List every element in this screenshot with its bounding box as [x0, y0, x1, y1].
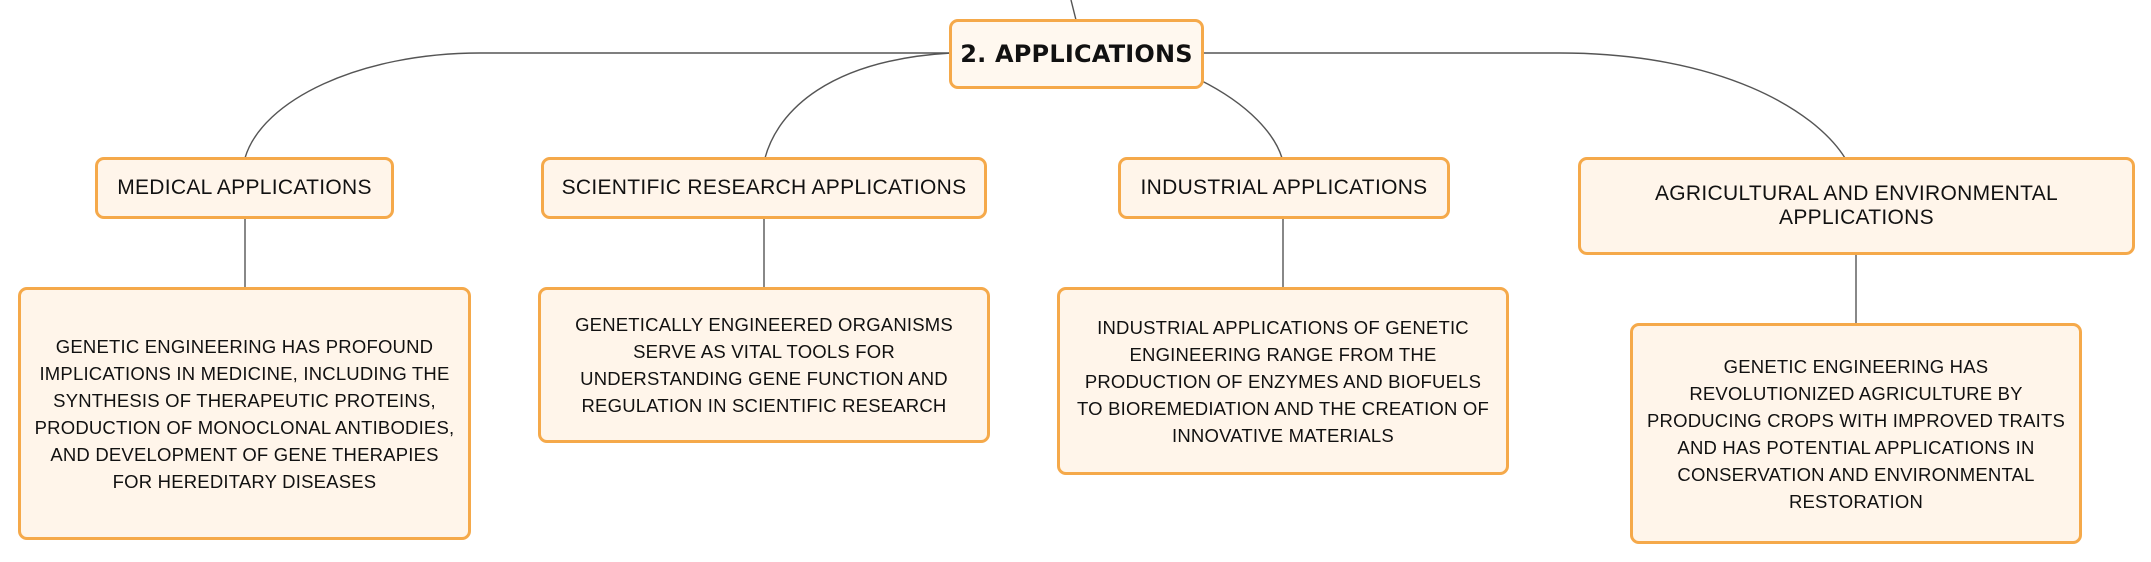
detail-node-medical[interactable]: GENETIC ENGINEERING HAS PROFOUND IMPLICA… — [18, 287, 471, 540]
detail-node-text: GENETIC ENGINEERING HAS REVOLUTIONIZED A… — [1647, 355, 2065, 512]
branch-node-label: AGRICULTURAL AND ENVIRONMENTAL APPLICATI… — [1654, 182, 2058, 229]
root-node[interactable]: 2. APPLICATIONS — [949, 19, 1204, 89]
branch-node-scientific-research[interactable]: SCIENTIFIC RESEARCH APPLICATIONS — [541, 157, 987, 219]
detail-node-industrial[interactable]: INDUSTRIAL APPLICATIONS OF GENETIC ENGIN… — [1057, 287, 1509, 475]
detail-node-scientific-research[interactable]: GENETICALLY ENGINEERED ORGANISMS SERVE A… — [538, 287, 990, 443]
branch-node-medical[interactable]: MEDICAL APPLICATIONS — [95, 157, 394, 219]
connector-root-to-industrial — [1199, 79, 1283, 159]
detail-node-text: GENETIC ENGINEERING HAS PROFOUND IMPLICA… — [34, 335, 455, 492]
branch-node-label: SCIENTIFIC RESEARCH APPLICATIONS — [561, 176, 967, 199]
detail-node-text: GENETICALLY ENGINEERED ORGANISMS SERVE A… — [575, 314, 953, 416]
root-node-label: 2. APPLICATIONS — [960, 40, 1193, 68]
branch-node-agricultural-environmental[interactable]: AGRICULTURAL AND ENVIRONMENTAL APPLICATI… — [1578, 157, 2135, 255]
connector-root-to-research — [764, 52, 952, 159]
detail-node-agricultural-environmental[interactable]: GENETIC ENGINEERING HAS REVOLUTIONIZED A… — [1630, 323, 2082, 544]
connector-parent-to-root — [1070, 0, 1077, 21]
branch-node-label: INDUSTRIAL APPLICATIONS — [1140, 176, 1428, 199]
connector-root-to-agricultural — [1202, 52, 1846, 159]
detail-node-text: INDUSTRIAL APPLICATIONS OF GENETIC ENGIN… — [1076, 316, 1490, 446]
branch-node-industrial[interactable]: INDUSTRIAL APPLICATIONS — [1118, 157, 1450, 219]
branch-node-label: MEDICAL APPLICATIONS — [117, 176, 372, 199]
connector-root-to-medical — [244, 52, 951, 159]
